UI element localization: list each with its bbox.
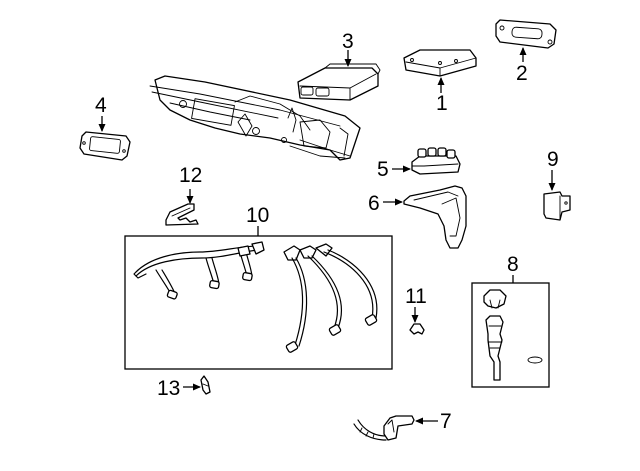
callout-11: 11 xyxy=(405,285,427,323)
callout-label-1: 1 xyxy=(436,92,448,115)
part-2-lamp-bezel[interactable] xyxy=(495,19,557,49)
part-1-module[interactable] xyxy=(403,49,477,77)
callout-7: 7 xyxy=(415,410,452,433)
callout-9: 9 xyxy=(547,148,559,191)
callout-label-10: 10 xyxy=(246,204,269,227)
callout-label-12: 12 xyxy=(179,164,202,187)
part-5-connector-block[interactable] xyxy=(411,147,461,175)
callout-label-4: 4 xyxy=(95,94,107,117)
callout-label-11: 11 xyxy=(405,285,427,308)
callout-label-13: 13 xyxy=(157,377,180,400)
part-4-lamp-lens[interactable] xyxy=(79,131,131,161)
callout-2: 2 xyxy=(516,47,528,85)
callout-12: 12 xyxy=(179,164,202,204)
callout-10: 10 xyxy=(246,204,269,236)
callout-8: 8 xyxy=(507,253,519,283)
part-9-switch-cap[interactable] xyxy=(543,191,571,221)
callout-label-8: 8 xyxy=(507,253,519,276)
part-11-retainer-clip[interactable] xyxy=(409,323,425,335)
part-7-sensor-harness[interactable] xyxy=(353,415,415,441)
callout-label-2: 2 xyxy=(516,62,528,85)
callout-13: 13 xyxy=(157,377,201,400)
instrument-panel-frame xyxy=(149,75,361,161)
callout-label-7: 7 xyxy=(440,410,452,433)
callout-label-9: 9 xyxy=(547,148,559,171)
part-12-clip[interactable] xyxy=(165,203,199,226)
part-8-coil-boot-kit[interactable] xyxy=(471,282,550,388)
part-10-wire-set[interactable] xyxy=(124,235,393,370)
callout-label-3: 3 xyxy=(342,30,354,53)
callout-4: 4 xyxy=(95,94,107,132)
part-6-bracket[interactable] xyxy=(403,185,467,249)
callout-3: 3 xyxy=(342,30,354,67)
callout-1: 1 xyxy=(436,77,448,115)
part-8-kit-box xyxy=(471,282,550,388)
part-3-air-vent[interactable] xyxy=(297,63,381,101)
callout-6: 6 xyxy=(368,192,403,215)
callout-5: 5 xyxy=(377,158,411,181)
part-13-sensor[interactable] xyxy=(200,375,211,395)
callout-label-6: 6 xyxy=(368,192,380,215)
callout-label-5: 5 xyxy=(377,158,389,181)
